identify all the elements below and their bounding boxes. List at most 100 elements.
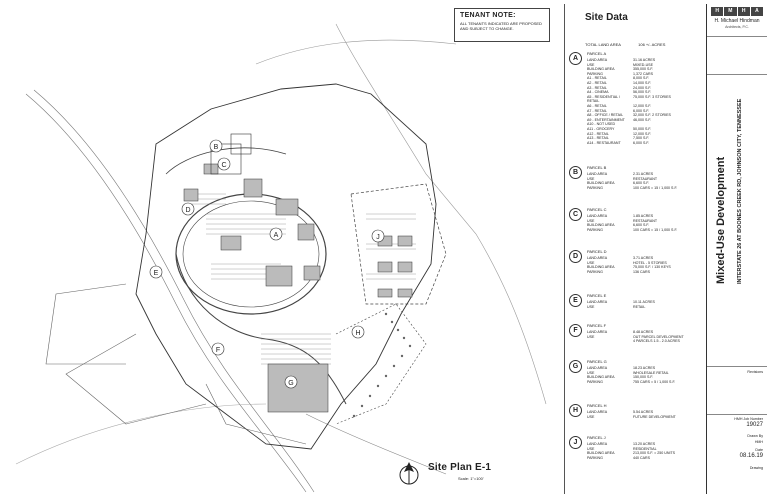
site-plan: A B C D E F G H J <box>6 4 562 494</box>
parcel-name: PARCEL C <box>587 207 607 212</box>
svg-text:C: C <box>221 162 226 169</box>
tenant-note-box: TENANT NOTE: ALL TENANTS INDICATED ARE P… <box>454 8 550 42</box>
logo-letter: A <box>750 7 763 16</box>
svg-text:J: J <box>376 234 380 241</box>
firm-name: H. Michael Hindman <box>714 18 760 24</box>
site-data-panel: Site Data TOTAL LAND AREA 106 +/- ACRES … <box>564 4 707 494</box>
total-land-area-label: TOTAL LAND AREA <box>585 42 621 47</box>
parcel-row-value: 13.20 ACRES <box>633 442 656 446</box>
drawing-label: Drawing <box>749 466 763 470</box>
parcel-row-value: 75,000 S.F. 3 STORIES <box>633 94 671 99</box>
parcel-row-value: 14,000 S.F. <box>633 80 652 85</box>
parcel-row-label: A9 - ENTERTAINMENT <box>587 117 625 122</box>
parcel-row: A2 - RETAIL 14,000 S.F. <box>587 81 703 86</box>
revisions-label: Revisions <box>747 370 763 374</box>
parcel-row-value: OUT PARCEL DEVELOPMENT <box>633 334 684 339</box>
parcel-row-value: 3.71 ACRES <box>633 256 654 260</box>
parcel-marker-e: E <box>149 265 163 279</box>
divider <box>707 74 767 75</box>
parcel-row-label: A3 - RETAIL <box>587 85 607 90</box>
svg-text:D: D <box>185 207 190 214</box>
parcel-row-label: USE <box>587 414 595 419</box>
parcel-marker-b: B <box>209 139 223 153</box>
logo-letter: H <box>711 7 724 16</box>
parcel-row-label: LAND AREA <box>587 214 608 218</box>
svg-text:B: B <box>214 144 219 151</box>
plan-scale: Scale: 1"=100' <box>458 476 484 481</box>
parcel-row-label: LAND AREA <box>587 58 608 62</box>
date-label: Date <box>755 448 763 452</box>
divider <box>707 366 767 367</box>
parcel-row-label: PARKING <box>587 71 603 76</box>
tenant-note-title: TENANT NOTE: <box>460 12 516 19</box>
title-block: H M H A H. Michael Hindman Architects, P… <box>706 4 767 494</box>
parcel-row-label: BUILDING AREA <box>587 181 615 186</box>
parcel-name: PARCEL G <box>587 359 607 364</box>
parcel-row-label: LAND AREA <box>587 410 608 414</box>
parcel-row: LAND AREA 1.85 ACRES <box>587 214 703 219</box>
parcel-row-label: A14 - RESTAURANT <box>587 140 621 145</box>
parcel-row-value: 1.85 ACRES <box>633 214 654 218</box>
drawn-by: HMH <box>754 440 763 444</box>
drawn-by-label: Drawn By <box>747 434 763 438</box>
parcel-letter-badge: E <box>569 294 582 307</box>
parcel-row-label: A12 - RETAIL <box>587 131 609 136</box>
parcel-marker-a: A <box>269 227 283 241</box>
parcel-row-label: USE <box>587 446 595 451</box>
svg-text:G: G <box>288 380 293 387</box>
project-title: Mixed-Use Development <box>715 156 727 284</box>
parcel-row-label: USE <box>587 370 595 375</box>
parcel-row-value: MIXED-USE <box>633 62 653 67</box>
parcel-row-label: BUILDING AREA <box>587 451 615 456</box>
parcel-marker-g: G <box>284 375 298 389</box>
parcel-row-label: A11 - GROCERY <box>587 126 615 131</box>
parcel-row-value: 12,000 S.F. <box>633 131 652 136</box>
parcel-row-value: 136 CARS <box>633 269 650 274</box>
parcel-row: LAND AREA 5.54 ACRES <box>587 410 703 415</box>
parcel-row-label: A6 - RETAIL <box>587 103 607 108</box>
parcel-row: A10 - NOT USED <box>587 122 703 127</box>
parcel-row-label: USE <box>587 218 595 223</box>
parcel-name: PARCEL A <box>587 51 607 56</box>
parcel-row-label: A5 - RESIDENTIAL / RETAIL <box>587 94 621 104</box>
total-land-area-value: 106 +/- ACRES <box>638 42 666 47</box>
parcel-row-label: PARKING <box>587 227 603 232</box>
parcel-row-label: LAND AREA <box>587 330 608 334</box>
parcel-row-label: A2 - RETAIL <box>587 80 607 85</box>
parcel-marker-j: J <box>371 229 385 243</box>
parcel-row-label <box>587 339 633 344</box>
parcel-row-value: 8,000 S.F. <box>633 76 650 81</box>
parcel-row-label: A8 - OFFICE / RETAIL <box>587 113 624 118</box>
north-arrow-icon <box>399 462 419 485</box>
parcel-name: PARCEL D <box>587 249 607 254</box>
parcel-row-value: 150,000 S.F. <box>633 375 654 380</box>
parcel-row-label: PARKING <box>587 269 603 274</box>
parcel-row-value: 32,000 S.F. 2 STORIES <box>633 113 671 118</box>
date: 08.16.19 <box>739 453 763 459</box>
parcel-marker-c: C <box>217 157 231 171</box>
parcel-row-value: 5.54 ACRES <box>633 410 654 414</box>
divider <box>707 414 767 415</box>
parcel-row-label: BUILDING AREA <box>587 67 615 72</box>
divider <box>707 36 767 37</box>
parcel-row-label: LAND AREA <box>587 172 608 176</box>
parcel-row-label: A7 - RETAIL <box>587 108 607 113</box>
parcel-row-label: BUILDING AREA <box>587 265 615 270</box>
parcel-letter-badge: J <box>569 436 582 449</box>
